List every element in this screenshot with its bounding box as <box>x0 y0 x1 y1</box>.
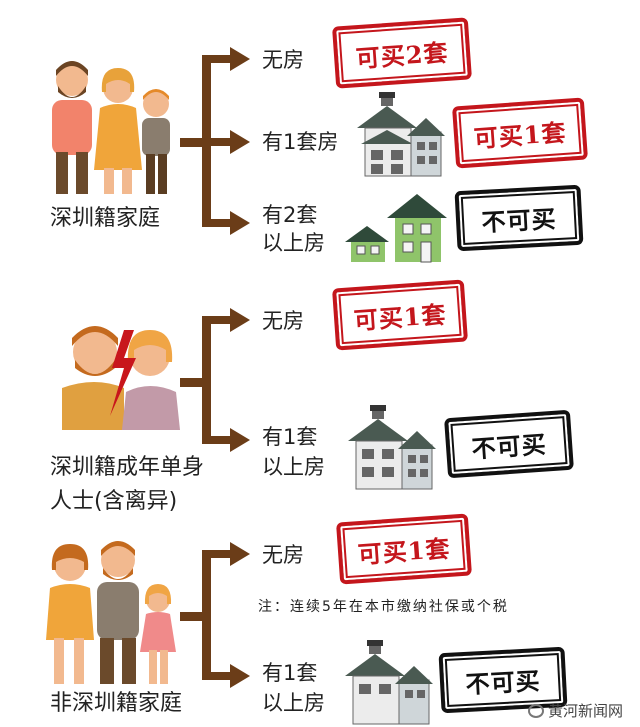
house-icon-2 <box>348 405 436 490</box>
condition-label: 以上房 <box>262 455 325 479</box>
condition-label: 无房 <box>262 309 304 333</box>
house-icon-3 <box>345 640 433 725</box>
non-local-family-icon <box>46 541 176 684</box>
family-icon <box>52 61 170 194</box>
result-stamp: 不可买 <box>444 409 574 479</box>
result-stamp: 可买1套 <box>335 513 473 585</box>
condition-label: 有1套 <box>262 661 318 685</box>
group-title: 人士(含离异) <box>50 489 178 514</box>
condition-label: 以上房 <box>262 691 325 715</box>
bracket-group-2 <box>180 308 250 452</box>
result-stamp: 可买1套 <box>331 279 469 351</box>
condition-label: 有1套房 <box>262 130 339 154</box>
wechat-icon <box>528 703 544 718</box>
watermark-text: 黄河新闻网 <box>548 702 624 720</box>
group-title: 深圳籍成年单身 <box>50 455 205 480</box>
single-adults-icon <box>62 326 180 430</box>
house-icon-1 <box>357 92 445 177</box>
group-title: 非深圳籍家庭 <box>50 691 183 716</box>
result-stamp: 可买1套 <box>451 97 589 169</box>
houses-icon-green <box>345 194 447 263</box>
condition-label: 有1套 <box>262 425 318 449</box>
condition-label: 无房 <box>262 48 304 72</box>
watermark: 黄河新闻网 <box>528 700 623 721</box>
result-stamp: 可买2套 <box>332 17 472 89</box>
footnote: 注：连续5年在本市缴纳社保或个税 <box>258 599 509 615</box>
condition-label: 有2套 <box>262 203 318 227</box>
group-title: 深圳籍家庭 <box>50 206 161 231</box>
result-stamp: 不可买 <box>454 184 584 252</box>
bracket-group-1 <box>180 47 250 235</box>
bracket-group-3 <box>180 542 250 688</box>
condition-label: 以上房 <box>262 231 325 255</box>
condition-label: 无房 <box>262 543 304 567</box>
